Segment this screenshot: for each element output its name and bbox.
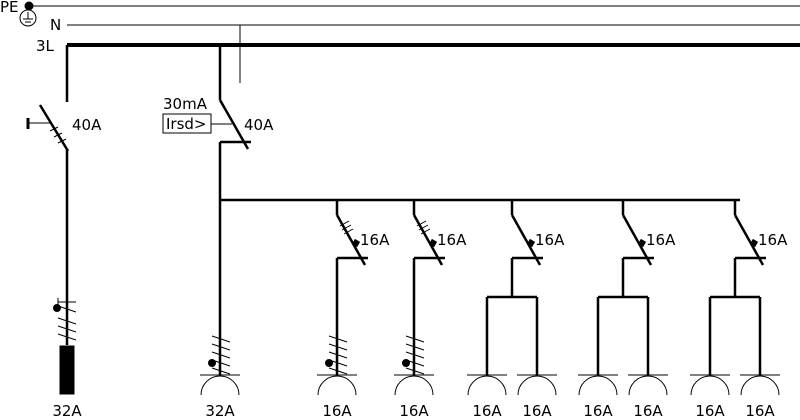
breaker-rating: 16A <box>437 231 467 249</box>
outlet-socket <box>628 374 668 396</box>
n-label: N <box>50 16 61 34</box>
outlet-rating-label: 16A <box>695 402 725 420</box>
outlet-rating-label: 16A <box>472 402 502 420</box>
rcd-switch <box>162 45 251 375</box>
outlet-socket <box>317 335 357 396</box>
circuit-breaker <box>485 200 543 375</box>
outlet-socket <box>690 374 730 396</box>
outlet-rating-label: 32A <box>205 402 235 420</box>
outlet-rating-label: 16A <box>583 402 613 420</box>
outlet-socket <box>578 374 618 396</box>
l-label: 3L <box>36 37 55 55</box>
outlet-rating-label: 16A <box>522 402 552 420</box>
outlet-rating-label: 32A <box>52 402 82 420</box>
outlet-socket <box>467 374 507 396</box>
outlet-rating-label: 16A <box>633 402 663 420</box>
pe-contact-dot <box>402 359 410 367</box>
circuit-breaker <box>335 200 368 375</box>
rcd-label: Irsd> <box>166 115 207 133</box>
outlet-rating-label: 16A <box>745 402 775 420</box>
ground-icon <box>19 9 37 27</box>
pe-contact-dot <box>325 359 333 367</box>
pe-contact-dot <box>208 359 216 367</box>
rcd-sensitivity: 30mA <box>163 95 208 113</box>
main-switch <box>26 45 70 345</box>
circuit-breaker <box>596 200 654 375</box>
circuit-breaker <box>412 200 445 375</box>
breaker-rating: 16A <box>646 231 676 249</box>
breaker-rating: 16A <box>360 231 390 249</box>
outlet-socket <box>517 374 557 396</box>
outlet-socket <box>394 335 434 396</box>
outlet-rating-label: 16A <box>322 402 352 420</box>
main-switch-rating: 40A <box>72 116 102 134</box>
pe-label: PE <box>0 0 19 16</box>
outlet-32a-socket <box>200 335 240 396</box>
rcd-rating: 40A <box>244 116 274 134</box>
breaker-rating: 16A <box>758 231 788 249</box>
outlet-32a-industrial <box>53 298 77 395</box>
outlet-socket <box>740 374 780 396</box>
circuit-breaker <box>708 200 766 375</box>
breaker-rating: 16A <box>535 231 565 249</box>
outlet-rating-label: 16A <box>399 402 429 420</box>
